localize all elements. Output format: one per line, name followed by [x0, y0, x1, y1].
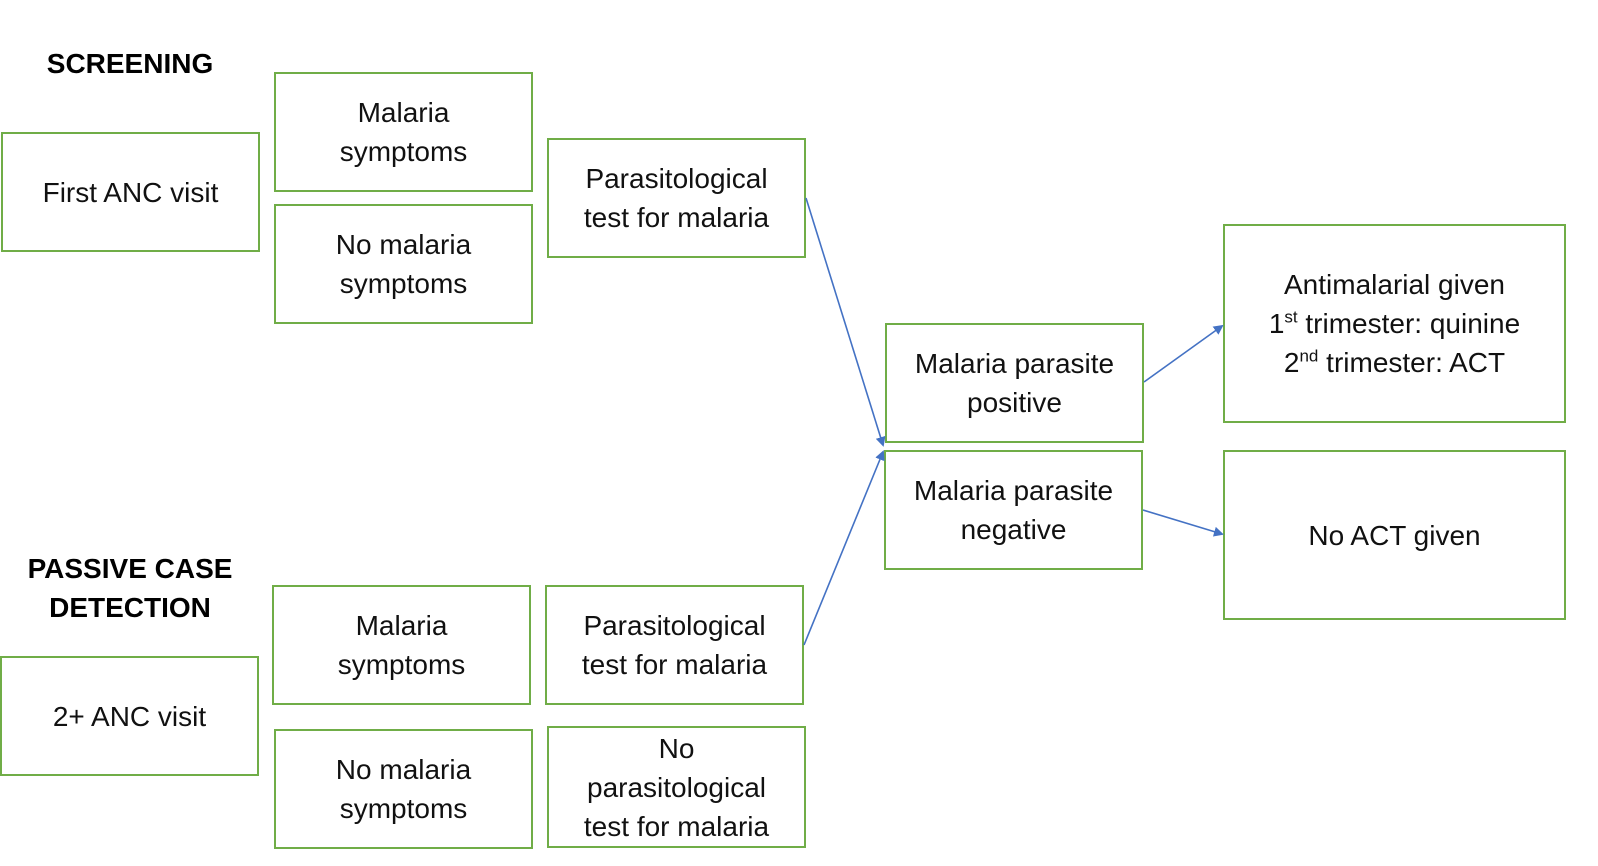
passive-malaria-symptoms-line2: symptoms	[337, 649, 466, 680]
passive-malaria-symptoms-line1: Malaria	[355, 610, 448, 641]
screening-parasitological-test-line1: Parasitological	[585, 163, 768, 194]
second-trimester-ordinal: 2	[1283, 347, 1300, 378]
screening-no-malaria-symptoms-box: No malaria symptoms	[274, 204, 533, 324]
arrow-positive-to-antimalarial	[1143, 324, 1224, 383]
malaria-parasite-positive-box: Malaria parasite positive	[885, 323, 1144, 443]
negative-line1: Malaria parasite	[913, 475, 1114, 506]
first-trimester-line: 1st trimester: quinine	[1269, 304, 1520, 343]
antimalarial-title: Antimalarial given	[1284, 269, 1505, 300]
no-parasitological-test-line3: test for malaria	[583, 810, 770, 842]
anc-visit-2plus-box: 2+ ANC visit	[0, 656, 259, 776]
passive-no-malaria-symptoms-line1: No malaria	[335, 754, 472, 785]
screening-malaria-symptoms-box: Malaria symptoms	[274, 72, 533, 192]
screening-malaria-symptoms-line1: Malaria	[357, 97, 450, 128]
first-trimester-text: trimester: quinine	[1297, 308, 1521, 339]
arrow-passive-test-to-positive	[803, 450, 885, 646]
screening-malaria-symptoms-line2: symptoms	[339, 136, 468, 167]
arrow-negative-to-no-act	[1142, 509, 1224, 537]
passive-malaria-symptoms-box: Malaria symptoms	[272, 585, 531, 705]
passive-parasitological-test-line2: test for malaria	[581, 649, 768, 680]
second-trimester-text: trimester: ACT	[1318, 347, 1506, 378]
no-parasitological-test-line2: parasitological	[587, 771, 766, 803]
first-anc-visit-text: First ANC visit	[42, 176, 219, 208]
malaria-parasite-negative-box: Malaria parasite negative	[884, 450, 1143, 570]
no-parasitological-test-line1: No	[658, 732, 695, 764]
first-anc-visit-box: First ANC visit	[1, 132, 260, 252]
second-trimester-suffix: nd	[1299, 346, 1319, 366]
first-trimester-ordinal: 1	[1268, 308, 1285, 339]
screening-parasitological-test-box: Parasitological test for malaria	[547, 138, 806, 258]
positive-line2: positive	[967, 387, 1062, 418]
passive-case-detection-label: PASSIVE CASE DETECTION	[10, 549, 250, 627]
no-parasitological-test-box: No parasitological test for malaria	[547, 726, 806, 848]
passive-label-line2: DETECTION	[49, 592, 211, 623]
passive-no-malaria-symptoms-line2: symptoms	[339, 793, 468, 824]
passive-parasitological-test-line1: Parasitological	[583, 610, 766, 641]
negative-line2: negative	[960, 514, 1067, 545]
antimalarial-given-box: Antimalarial given 1st trimester: quinin…	[1223, 224, 1566, 423]
second-trimester-line: 2nd trimester: ACT	[1284, 343, 1505, 382]
passive-label-line1: PASSIVE CASE	[27, 553, 233, 584]
screening-label: SCREENING	[40, 44, 220, 83]
passive-no-malaria-symptoms-box: No malaria symptoms	[274, 729, 533, 849]
screening-no-malaria-symptoms-line2: symptoms	[339, 268, 468, 299]
first-trimester-suffix: st	[1284, 307, 1298, 327]
screening-parasitological-test-line2: test for malaria	[583, 202, 770, 233]
screening-label-text: SCREENING	[46, 48, 214, 79]
no-act-given-text: No ACT given	[1308, 519, 1481, 551]
anc-visit-2plus-text: 2+ ANC visit	[52, 700, 207, 732]
passive-parasitological-test-box: Parasitological test for malaria	[545, 585, 804, 705]
screening-no-malaria-symptoms-line1: No malaria	[335, 229, 472, 260]
positive-line1: Malaria parasite	[914, 348, 1115, 379]
arrow-screening-test-to-positive	[805, 197, 886, 447]
no-act-given-box: No ACT given	[1223, 450, 1566, 620]
